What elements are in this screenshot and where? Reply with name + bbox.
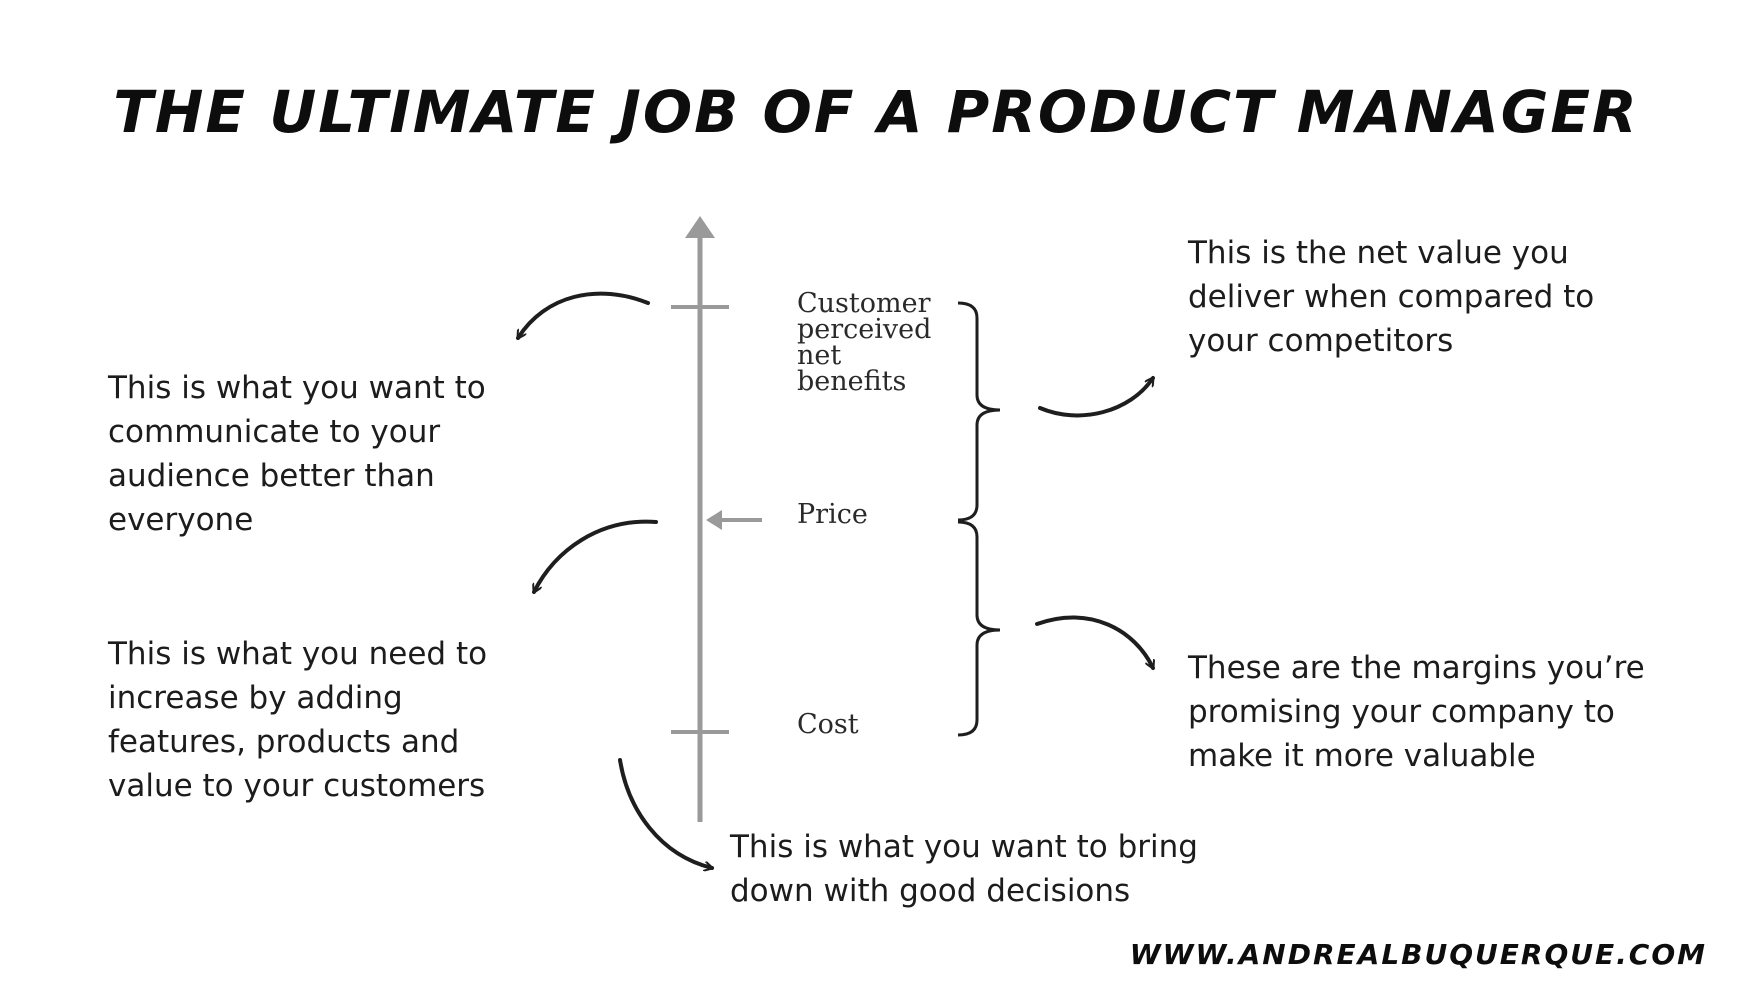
note-net-value: This is the net value you deliver when c… [1188, 231, 1594, 363]
note-line: These are the margins you’re [1188, 650, 1645, 686]
note-line: communicate to your [108, 414, 441, 450]
note-line: your competitors [1188, 323, 1454, 359]
arrow-to-increase [532, 519, 658, 592]
note-line: promising your company to [1188, 694, 1615, 730]
page-title: THE ULTIMATE JOB OF A PRODUCT MANAGER [113, 78, 1639, 146]
arrow-to-bring-down [618, 758, 712, 868]
note-line: This is what you need to [108, 636, 488, 672]
note-line: increase by adding [108, 680, 403, 716]
benefits-label-line: benefits [797, 366, 907, 397]
note-line: features, products and [108, 724, 460, 760]
note-line: down with good decisions [730, 873, 1131, 909]
arrow-to-net-value [1038, 378, 1155, 418]
axis-arrowhead-icon [685, 216, 715, 238]
note-line: value to your customers [108, 768, 486, 804]
note-increase: This is what you need to increase by add… [108, 632, 487, 808]
benefits-label-line: net [797, 340, 842, 371]
note-line: make it more valuable [1188, 738, 1536, 774]
note-communicate: This is what you want to communicate to … [108, 366, 486, 542]
website-url: WWW.ANDREALBUQUERQUE.COM [1129, 938, 1707, 971]
note-line: This is the net value you [1188, 235, 1569, 271]
arrow-to-margins [1035, 615, 1153, 668]
benefits-label-line: perceived [797, 314, 932, 345]
note-line: This is what you want to [108, 370, 486, 406]
note-line: everyone [108, 502, 254, 538]
price-label: Price [797, 499, 868, 530]
note-line: audience better than [108, 458, 435, 494]
cost-label: Cost [797, 709, 859, 740]
note-line: deliver when compared to [1188, 279, 1595, 315]
arrow-to-communicate [516, 291, 650, 338]
benefits-label-line: Customer [797, 288, 931, 319]
note-bring-down: This is what you want to bring down with… [730, 825, 1198, 913]
net-value-brace [957, 301, 1001, 522]
margin-brace [957, 520, 1001, 737]
note-line: This is what you want to bring [730, 829, 1198, 865]
benefits-label: Customer perceived net benefits [797, 288, 932, 397]
price-pointer-head-icon [706, 510, 722, 530]
note-margins: These are the margins you’re promising y… [1188, 646, 1645, 778]
